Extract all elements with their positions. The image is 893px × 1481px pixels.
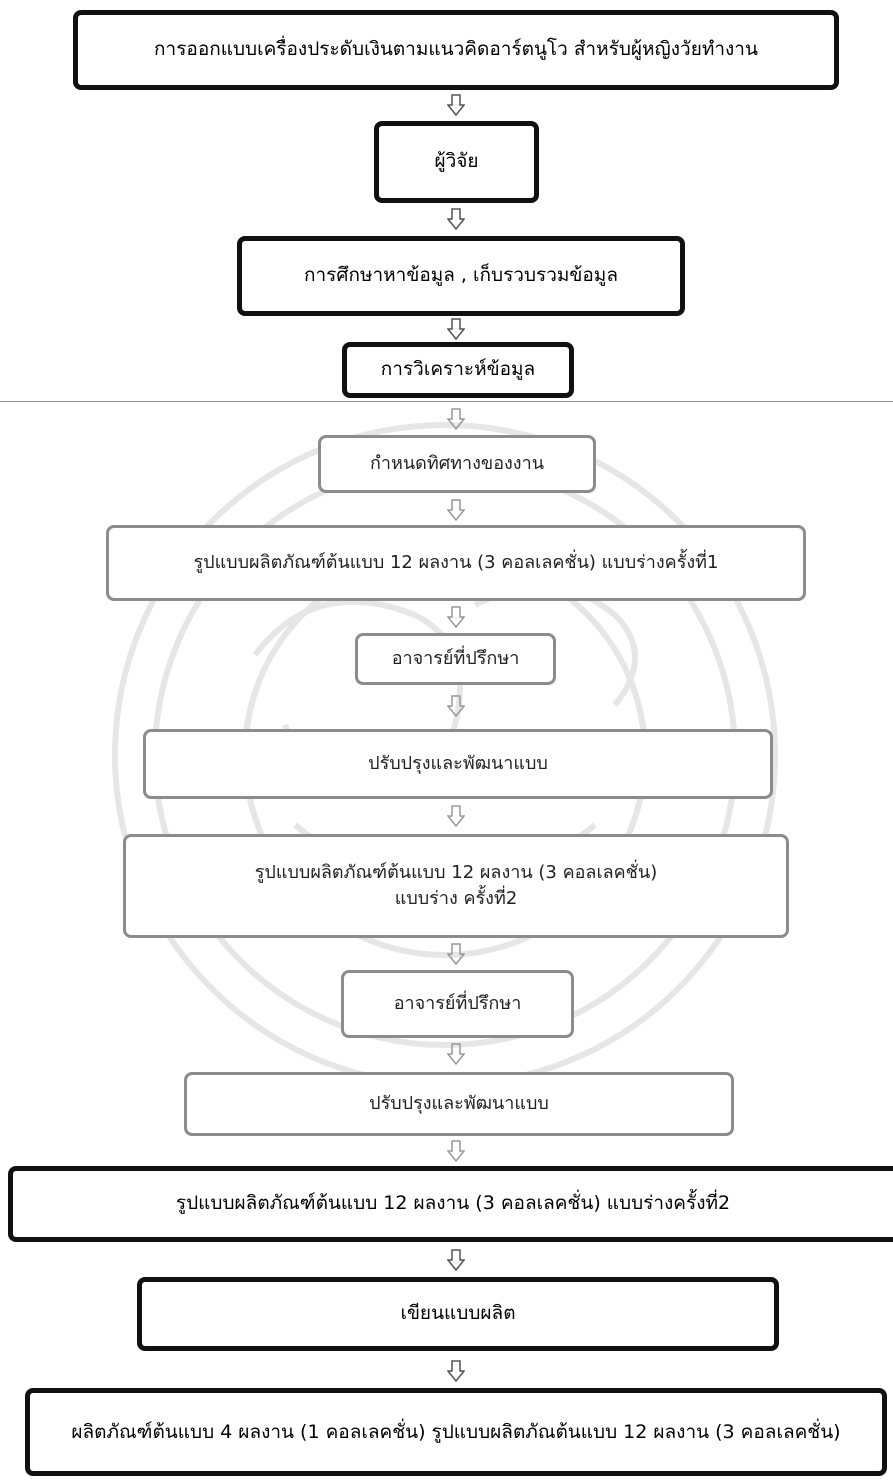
flow-step-advisor-1: อาจารย์ที่ปรึกษา	[355, 633, 556, 685]
step-label: รูปแบบผลิตภัณฑ์ต้นแบบ 12 ผลงาน (3 คอลเลค…	[254, 861, 658, 909]
down-arrow-icon	[447, 1249, 465, 1271]
down-arrow-icon	[447, 1140, 465, 1162]
down-arrow-icon	[447, 499, 465, 521]
down-arrow-icon	[447, 1043, 465, 1065]
flow-step-improve-1: ปรับปรุงและพัฒนาแบบ	[143, 729, 773, 799]
step-label: การวิเคราะห์ข้อมูล	[380, 358, 536, 381]
step-label: อาจารย์ที่ปรึกษา	[391, 647, 520, 669]
step-label: กำหนดทิศทางของงาน	[369, 452, 545, 474]
down-arrow-icon	[447, 805, 465, 827]
flow-step-title: การออกแบบเครื่องประดับเงินตามแนวคิดอาร์ต…	[73, 10, 839, 90]
down-arrow-icon	[447, 1360, 465, 1382]
step-label: เขียนแบบผลิต	[400, 1302, 516, 1325]
flow-step-draft-1: รูปแบบผลิตภัณฑ์ต้นแบบ 12 ผลงาน (3 คอลเลค…	[106, 525, 806, 601]
step-label: ผู้วิจัย	[434, 150, 479, 173]
flow-step-work-direction: กำหนดทิศทางของงาน	[318, 435, 596, 493]
flow-step-researcher: ผู้วิจัย	[374, 121, 539, 203]
step-label: ปรับปรุงและพัฒนาแบบ	[369, 1092, 549, 1114]
flow-step-data-collection: การศึกษาหาข้อมูล , เก็บรวบรวมข้อมูล	[237, 236, 685, 316]
flow-step-improve-2: ปรับปรุงและพัฒนาแบบ	[184, 1072, 734, 1136]
step-label: ผลิตภัณฑ์ต้นแบบ 4 ผลงาน (1 คอลเลคชั่น) ร…	[71, 1420, 841, 1443]
step-label: การออกแบบเครื่องประดับเงินตามแนวคิดอาร์ต…	[154, 38, 758, 61]
step-label: รูปแบบผลิตภัณฑ์ต้นแบบ 12 ผลงาน (3 คอลเลค…	[175, 1192, 731, 1215]
down-arrow-icon	[447, 94, 465, 116]
down-arrow-icon	[447, 208, 465, 230]
down-arrow-icon	[447, 408, 465, 430]
flow-step-production-drawing: เขียนแบบผลิต	[137, 1277, 779, 1351]
down-arrow-icon	[447, 318, 465, 340]
down-arrow-icon	[447, 606, 465, 628]
flow-step-draft-final: รูปแบบผลิตภัณฑ์ต้นแบบ 12 ผลงาน (3 คอลเลค…	[8, 1166, 893, 1242]
down-arrow-icon	[447, 943, 465, 965]
flow-step-final-product: ผลิตภัณฑ์ต้นแบบ 4 ผลงาน (1 คอลเลคชั่น) ร…	[25, 1388, 887, 1476]
horizontal-rule	[0, 401, 893, 402]
down-arrow-icon	[447, 695, 465, 717]
flow-step-draft-2: รูปแบบผลิตภัณฑ์ต้นแบบ 12 ผลงาน (3 คอลเลค…	[123, 834, 789, 938]
step-label: อาจารย์ที่ปรึกษา	[393, 992, 522, 1014]
flow-step-data-analysis: การวิเคราะห์ข้อมูล	[342, 342, 574, 398]
flow-step-advisor-2: อาจารย์ที่ปรึกษา	[341, 970, 574, 1038]
step-label: ปรับปรุงและพัฒนาแบบ	[368, 752, 548, 774]
step-label: การศึกษาหาข้อมูล , เก็บรวบรวมข้อมูล	[304, 264, 618, 287]
step-label: รูปแบบผลิตภัณฑ์ต้นแบบ 12 ผลงาน (3 คอลเลค…	[193, 551, 719, 573]
